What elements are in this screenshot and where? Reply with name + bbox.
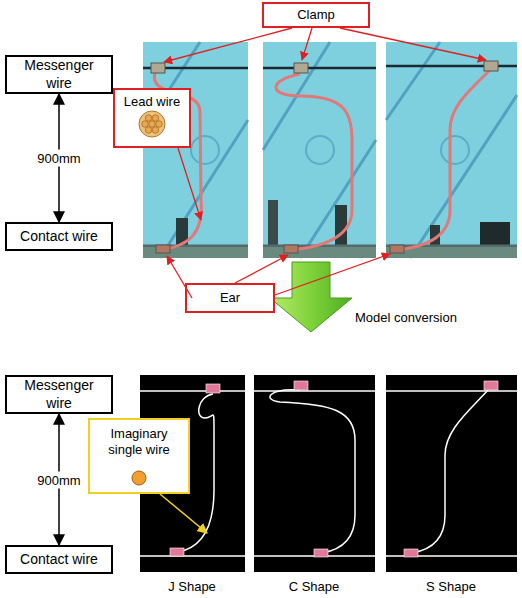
- box-text: Clamp: [294, 7, 338, 23]
- model-wire-c: [270, 390, 355, 553]
- model-clamp: [484, 381, 498, 390]
- model-clamp: [294, 381, 308, 390]
- model-wire-s: [412, 390, 488, 553]
- model-messenger-wire: [140, 390, 517, 392]
- photo-panel: [386, 42, 517, 258]
- photo-background-stripe: [143, 42, 517, 258]
- box-text: Ear: [217, 290, 243, 306]
- photo-panel: [143, 42, 248, 258]
- photo-background-mark: [191, 136, 219, 164]
- box-text: Lead wire: [121, 94, 183, 110]
- model-ear: [404, 549, 418, 557]
- shape-caption: C Shape: [264, 579, 364, 594]
- conversion-arrow: [270, 262, 352, 332]
- photo-background-mark: [441, 136, 469, 164]
- label-box: Contact wire: [5, 222, 113, 251]
- leader-line: [275, 254, 390, 295]
- dimension-label: 900mm: [35, 150, 82, 167]
- lead-wire: [276, 74, 352, 250]
- leader-line: [302, 28, 312, 60]
- box-text: Contact wire: [17, 551, 101, 569]
- clamp: [151, 63, 165, 73]
- leader-line: [178, 148, 201, 220]
- box-text: Messenger wire: [7, 57, 111, 92]
- box-text: Messenger wire: [7, 377, 111, 412]
- conversion-caption: Model conversion: [355, 310, 475, 325]
- leader-lines: [164, 28, 486, 298]
- test-rig: [268, 200, 278, 246]
- leader-line: [235, 255, 288, 283]
- label-box: Ear: [185, 283, 275, 313]
- test-rig: [480, 222, 510, 246]
- messenger-wire: [143, 66, 517, 68]
- model-panel: [254, 375, 375, 572]
- shape-caption: S Shape: [401, 579, 501, 594]
- photo-background-mark: [306, 136, 334, 164]
- model-clamp: [206, 384, 220, 393]
- rail: [263, 247, 376, 258]
- label-box: Contact wire: [5, 545, 113, 574]
- leader-line: [340, 28, 486, 60]
- dimension-label: 900mm: [35, 471, 82, 488]
- clamp: [484, 61, 498, 71]
- label-box: Messenger wire: [5, 55, 113, 94]
- label-box: Messenger wire: [5, 375, 113, 414]
- clamp: [294, 63, 308, 73]
- ear: [284, 245, 298, 253]
- label-box: Imaginary single wire: [88, 418, 190, 494]
- ear: [156, 245, 170, 253]
- leader-line: [160, 494, 207, 533]
- model-contact-wire: [140, 555, 517, 557]
- model-ear: [170, 548, 184, 556]
- label-box: Clamp: [262, 2, 370, 28]
- shape-caption: J Shape: [142, 579, 242, 594]
- ear: [390, 245, 404, 253]
- test-rig: [335, 205, 347, 245]
- leader-line: [164, 28, 292, 62]
- model-panel: [386, 375, 517, 572]
- lead-wire: [398, 70, 490, 250]
- box-text: Imaginary single wire: [90, 426, 188, 459]
- label-box: Lead wire: [113, 88, 191, 148]
- model-ear: [314, 549, 328, 557]
- box-text: Contact wire: [17, 228, 101, 246]
